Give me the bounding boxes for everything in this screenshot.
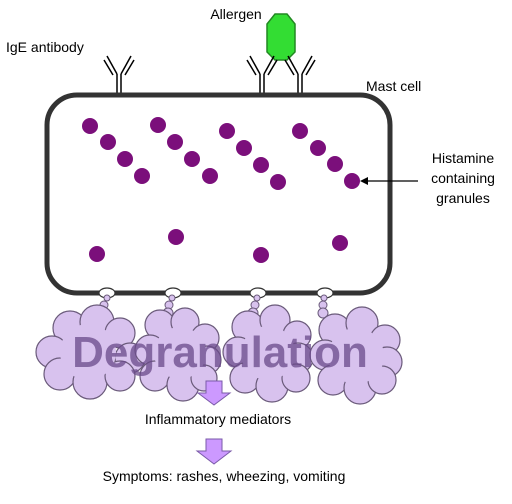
granule [150,117,166,133]
allergen-shape [266,13,296,61]
granule [219,123,235,139]
degranulation-label: Degranulation [72,328,368,377]
granule [270,174,286,190]
mediator-cloud-3 [222,304,314,403]
granule [117,151,133,167]
mediator-cloud-4 [309,306,403,405]
histamine-pointer-arrow [360,177,418,185]
granule [344,173,360,189]
granule [82,118,98,134]
granule [310,140,326,156]
granule [292,123,308,139]
mediator-cloud-2 [134,307,222,402]
granule [168,229,184,245]
histamine-label-line3: granules [436,190,490,206]
granule [253,157,269,173]
granule [327,156,343,172]
ige-antibody-left [103,55,135,94]
ige-antibody-middle [246,55,278,94]
mediator-cloud-1 [35,304,146,400]
allergen-label: Allergen [210,6,261,22]
ige-antibody-label: IgE antibody [6,39,84,55]
released-granule-bubbles [95,294,329,319]
inflammatory-mediators-label: Inflammatory mediators [145,411,291,427]
granule [100,134,116,150]
granule [184,151,200,167]
mast-cell-label: Mast cell [366,78,421,94]
granule [202,168,218,184]
granule [332,235,348,251]
granule [236,140,252,156]
ige-antibody-right [284,55,316,94]
histamine-label-line1: Histamine [432,150,494,166]
granule [134,168,150,184]
histamine-label-line2: containing [431,170,495,186]
mast-cell-body [44,92,393,296]
symptoms-label: Symptoms: rashes, wheezing, vomiting [103,468,346,484]
granule [89,246,105,262]
membrane-openings [98,287,334,299]
down-arrow-2 [195,438,233,465]
down-arrow-1 [196,380,232,406]
histamine-granules [82,117,360,263]
granule [253,247,269,263]
granule [167,134,183,150]
